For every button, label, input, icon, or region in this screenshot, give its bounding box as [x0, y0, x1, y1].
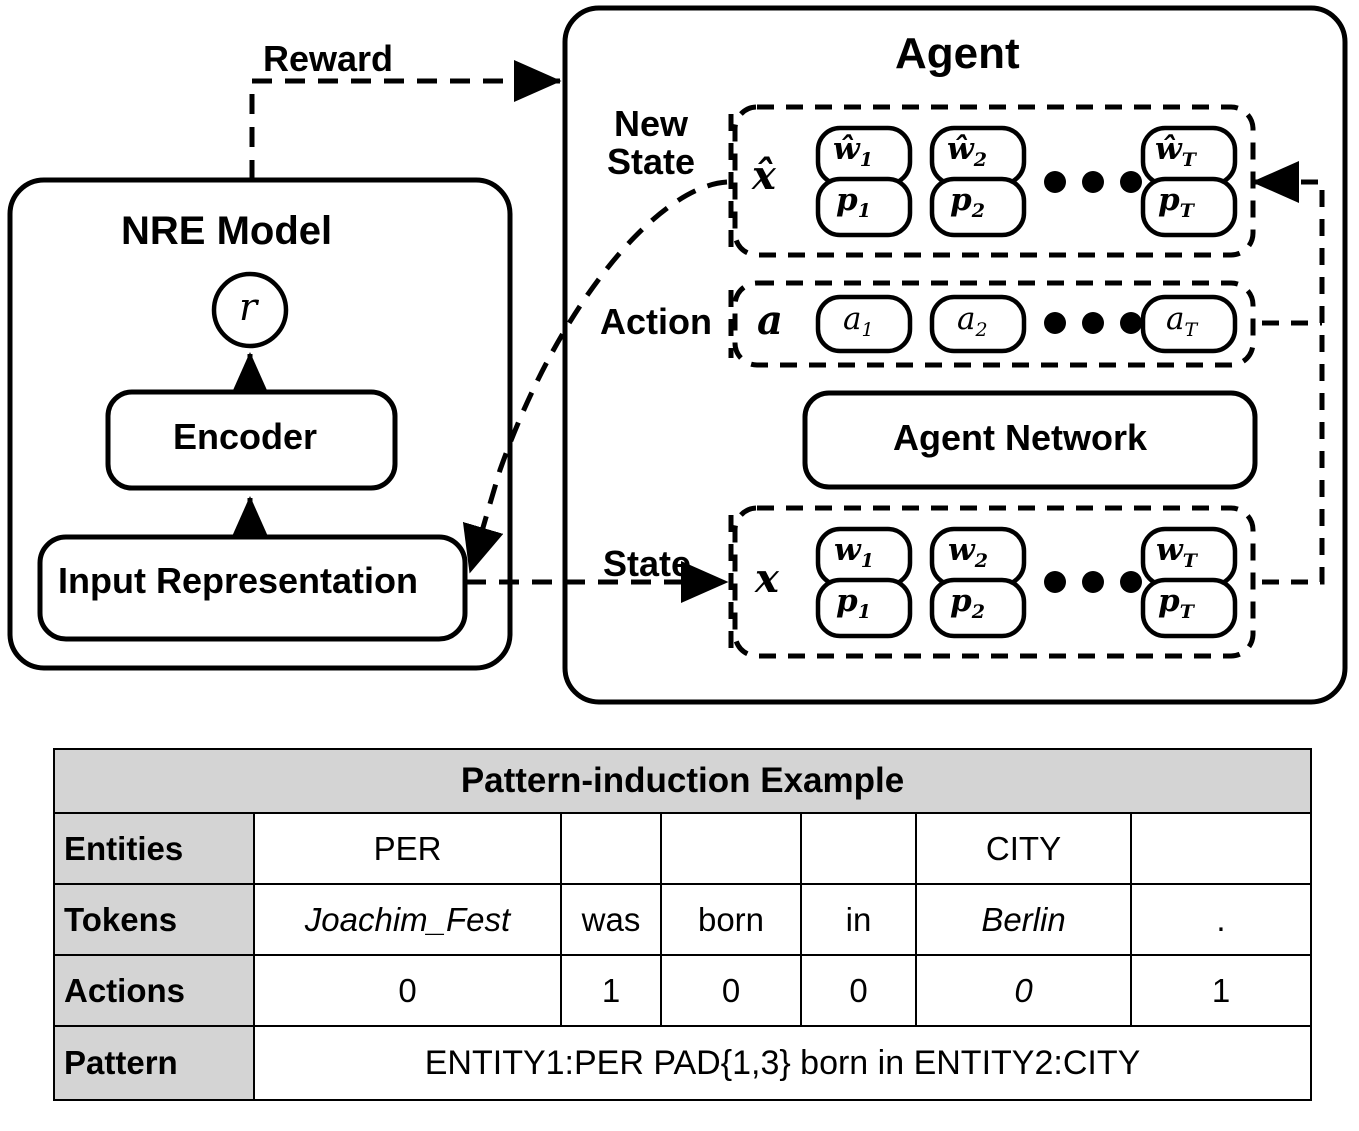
new-state-cell-2-top: ŵ2 [947, 131, 987, 172]
agent-network-label: Agent Network [893, 417, 1148, 458]
encoder-label: Encoder [173, 416, 318, 457]
state-symbol: x [755, 555, 779, 602]
reward-dashed-edge [249, 60, 562, 180]
state-cell-2 [929, 526, 1027, 639]
state-ellipsis [1044, 571, 1142, 593]
cell-entities-1 [560, 812, 662, 885]
new-state-cell-1 [815, 125, 913, 238]
new-state-label-line2: State [606, 140, 696, 182]
agent-network-box [802, 390, 1258, 490]
state-cell-t [1140, 526, 1238, 639]
reward-edge-label: Reward [263, 38, 394, 79]
new-state-cell-1-top: ŵ1 [833, 131, 873, 172]
cell-entities-0: PER [253, 812, 562, 885]
action-cell-t: aT [1166, 301, 1198, 342]
cell-actions-3: 0 [800, 954, 917, 1027]
state-to-newstate-feedback [1251, 160, 1325, 585]
input-representation-box [37, 534, 468, 642]
cell-actions-1: 1 [560, 954, 662, 1027]
action-symbol: a [757, 297, 783, 344]
encoder-box [105, 389, 398, 491]
cell-tokens-0: Joachim_Fest [253, 883, 562, 956]
cell-tokens-3: in [800, 883, 917, 956]
action-cell-1: a1 [843, 301, 874, 342]
new-state-ellipsis [1044, 171, 1142, 193]
action-cells [815, 294, 1238, 354]
row-header-pattern: Pattern [53, 1025, 255, 1101]
reward-node-label: r [239, 285, 258, 329]
action-label: Action [600, 301, 712, 342]
state-cell-2-top: w2 [948, 532, 988, 573]
new-state-cell-2 [929, 125, 1027, 238]
table-row: Actions 0 1 0 0 0 1 [53, 954, 1313, 1027]
state-cell-2-bottom: p2 [950, 583, 985, 624]
action-ellipsis [1044, 312, 1142, 334]
state-cell-t-top: wT [1156, 532, 1197, 573]
action-container [732, 280, 1256, 368]
cell-tokens-4: Berlin [915, 883, 1132, 956]
cell-entities-3 [800, 812, 917, 885]
reward-node-circle [211, 271, 289, 349]
row-header-tokens: Tokens [53, 883, 255, 956]
agent-title: Agent [895, 29, 1020, 78]
new-state-cell-t-top: ŵT [1155, 131, 1196, 172]
input-representation-label: Input Representation [58, 560, 419, 601]
action-cell-2: a2 [957, 301, 988, 342]
cell-actions-0: 0 [253, 954, 562, 1027]
row-header-actions: Actions [53, 954, 255, 1027]
new-state-cell-2-bottom: p2 [950, 182, 985, 223]
state-container [732, 505, 1256, 659]
new-state-cell-1-bottom: p1 [836, 182, 871, 223]
table-row: Pattern ENTITY1:PER PAD{1,3} born in ENT… [53, 1025, 1313, 1101]
state-cell-1 [815, 526, 913, 639]
cell-tokens-1: was [560, 883, 662, 956]
row-header-entities: Entities [53, 812, 255, 885]
new-state-cell-t [1140, 125, 1238, 238]
state-label: State [603, 543, 692, 584]
cell-actions-2: 0 [660, 954, 802, 1027]
new-state-symbol: x̂ [752, 152, 776, 199]
agent-panel [562, 5, 1348, 705]
cell-actions-4: 0 [915, 954, 1132, 1027]
cell-actions-5: 1 [1129, 954, 1313, 1027]
table-title-row: Pattern-induction Example [52, 748, 1313, 814]
cell-tokens-2: born [660, 883, 802, 956]
cell-entities-2 [660, 812, 802, 885]
pattern-induction-table: Pattern-induction Example Entities PER C… [52, 748, 1313, 1101]
newstate-to-input-curved-edge [462, 179, 728, 574]
state-cell-1-bottom: p1 [836, 583, 871, 624]
cell-entities-5 [1129, 812, 1313, 885]
table-title: Pattern-induction Example [52, 748, 1313, 814]
table-row: Entities PER CITY [53, 812, 1313, 885]
nre-model-title: NRE Model [121, 209, 333, 253]
cell-tokens-5: . [1129, 883, 1313, 956]
new-state-cell-t-bottom: pT [1158, 182, 1194, 223]
table-row: Tokens Joachim_Fest was born in Berlin . [53, 883, 1313, 956]
new-state-label-line1: New [613, 103, 689, 144]
cell-entities-4: CITY [915, 812, 1132, 885]
new-state-label: New State [601, 105, 701, 181]
cell-pattern-value: ENTITY1:PER PAD{1,3} born in ENTITY2:CIT… [252, 1025, 1313, 1101]
state-cell-1-top: w1 [834, 532, 874, 573]
state-cell-t-bottom: pT [1158, 583, 1194, 624]
